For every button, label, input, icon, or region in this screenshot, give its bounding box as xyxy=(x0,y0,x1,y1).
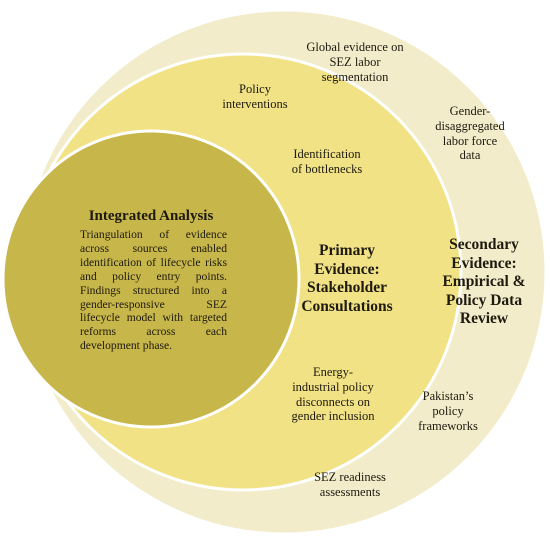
middle-item-policy-interventions: Policy interventions xyxy=(222,82,288,111)
middle-item-bottlenecks: Identification of bottlenecks xyxy=(291,147,363,176)
core-title: Integrated Analysis xyxy=(88,208,214,224)
core-body: Triangulation of evidence across sources… xyxy=(80,228,227,353)
inner-core-circle xyxy=(1,129,301,429)
outer-ring-title: Secondary Evidence: Empirical & Policy D… xyxy=(442,236,526,328)
middle-ring-title: Primary Evidence: Stakeholder Consultati… xyxy=(301,242,393,315)
outer-item-pakistan-policy: Pakistan’s policy frameworks xyxy=(418,389,478,433)
outer-item-gender-data: Gender- disaggregated labor force data xyxy=(435,104,505,163)
middle-item-energy-policy: Energy- industrial policy disconnects on… xyxy=(291,365,375,424)
outer-item-global-evidence: Global evidence on SEZ labor segmentatio… xyxy=(306,40,404,84)
outer-item-sez-readiness: SEZ readiness assessments xyxy=(314,470,386,499)
